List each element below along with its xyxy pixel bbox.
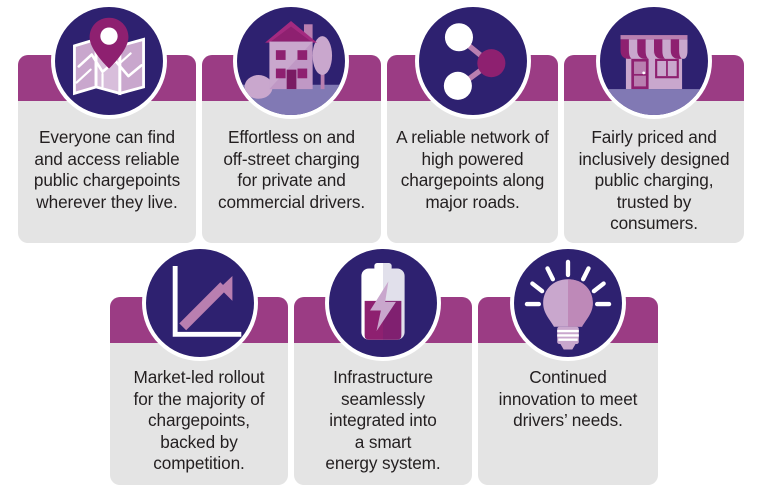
card-text: Continued innovation to meet drivers’ ne… [498,367,638,430]
card-text: Effortless on and off-street charging fo… [217,127,366,212]
card-text: Market-led rollout for the majority of c… [133,367,265,473]
card-innovation: Continued innovation to meet drivers’ ne… [478,297,658,485]
card-text: Fairly priced and inclusively designed p… [578,127,730,233]
battery-charging-icon [325,245,441,361]
card-text: Everyone can find and access reliable pu… [33,127,181,212]
card-text: Infrastructure seamlessly integrated int… [325,367,441,473]
growth-chart-arrow-icon [142,245,258,361]
house-icon [233,3,349,119]
shopfront-icon [596,3,712,119]
network-nodes-icon [415,3,531,119]
map-pin-icon [51,3,167,119]
card-text: A reliable network of high powered charg… [396,127,549,212]
lightbulb-icon [510,245,626,361]
card-market-led: Market-led rollout for the majority of c… [110,297,288,485]
